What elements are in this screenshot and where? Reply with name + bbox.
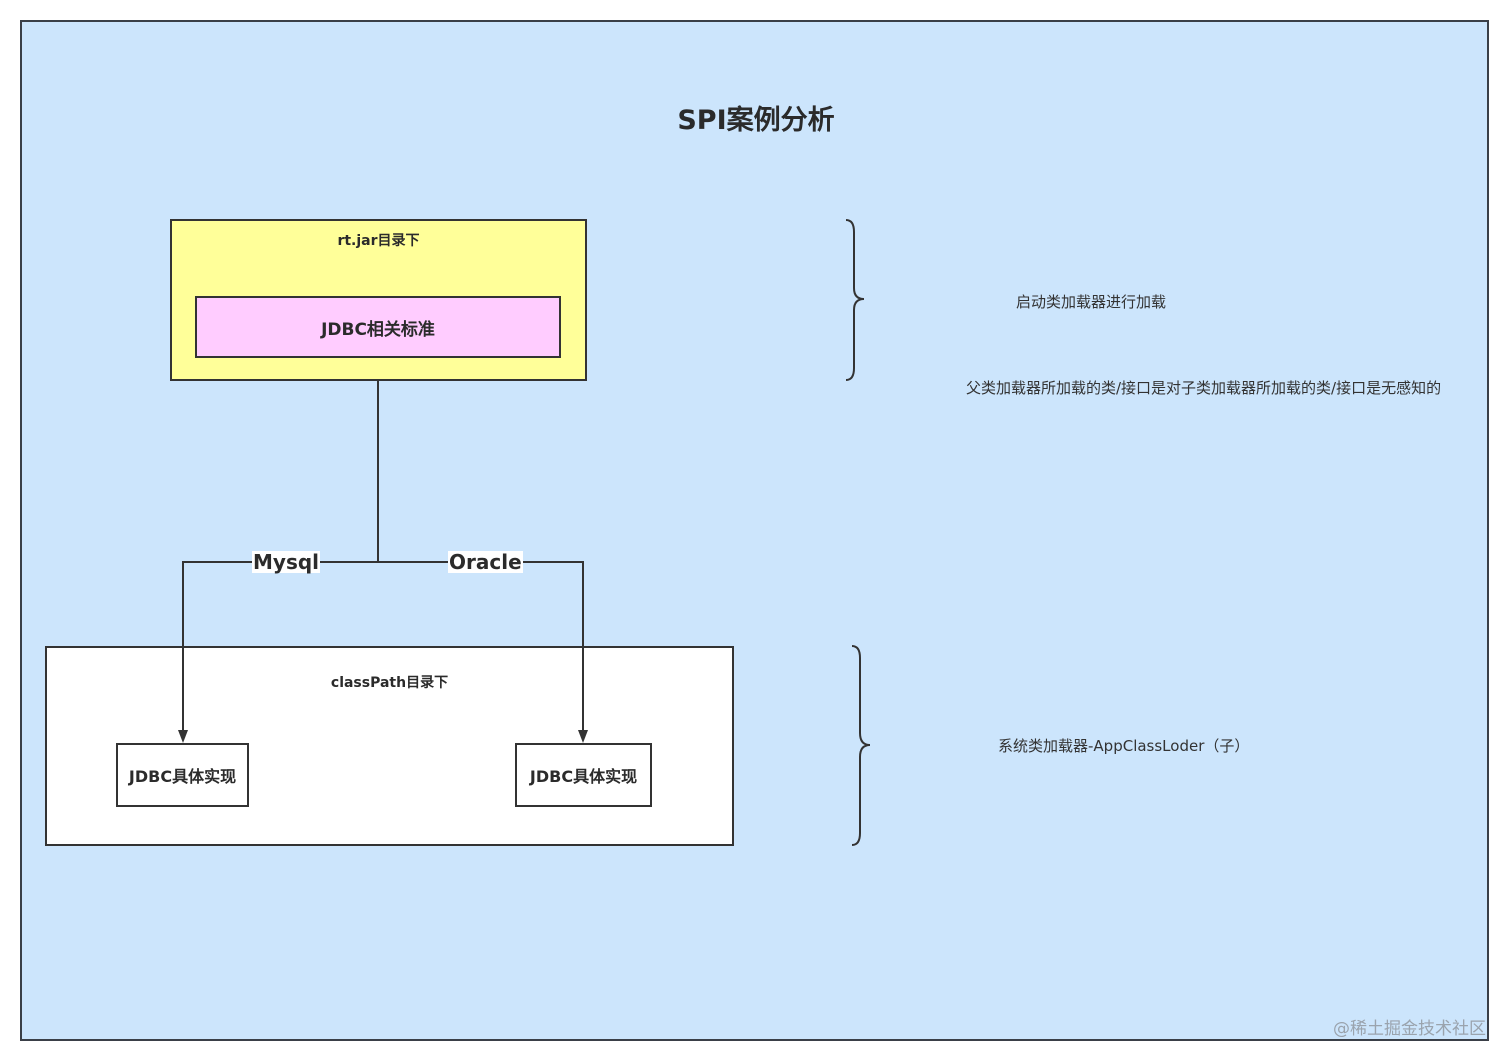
app-loader-note: 系统类加载器-AppClassLoder（子） <box>998 737 1250 755</box>
edge-label-mysql: Mysql <box>252 550 321 574</box>
rt-jar-title: rt.jar目录下 <box>337 233 420 249</box>
classpath-title: classPath目录下 <box>330 675 449 691</box>
diagram-title: SPI案例分析 <box>677 105 835 136</box>
jdbc-impl-oracle-box[interactable]: JDBC具体实现 <box>515 743 652 807</box>
edge-label-oracle: Oracle <box>448 550 523 574</box>
watermark: @稀土掘金技术社区 <box>1333 1019 1486 1039</box>
jdbc-standard-box[interactable]: JDBC相关标准 <box>195 296 561 358</box>
parent-loader-note: 父类加载器所加载的类/接口是对子类加载器所加载的类/接口是无感知的 <box>966 379 1442 397</box>
bootstrap-loader-note: 启动类加载器进行加载 <box>1016 293 1167 311</box>
diagram-canvas <box>20 20 1489 1041</box>
jdbc-impl-mysql-box[interactable]: JDBC具体实现 <box>116 743 249 807</box>
jdbc-standard-label: JDBC相关标准 <box>321 319 435 340</box>
